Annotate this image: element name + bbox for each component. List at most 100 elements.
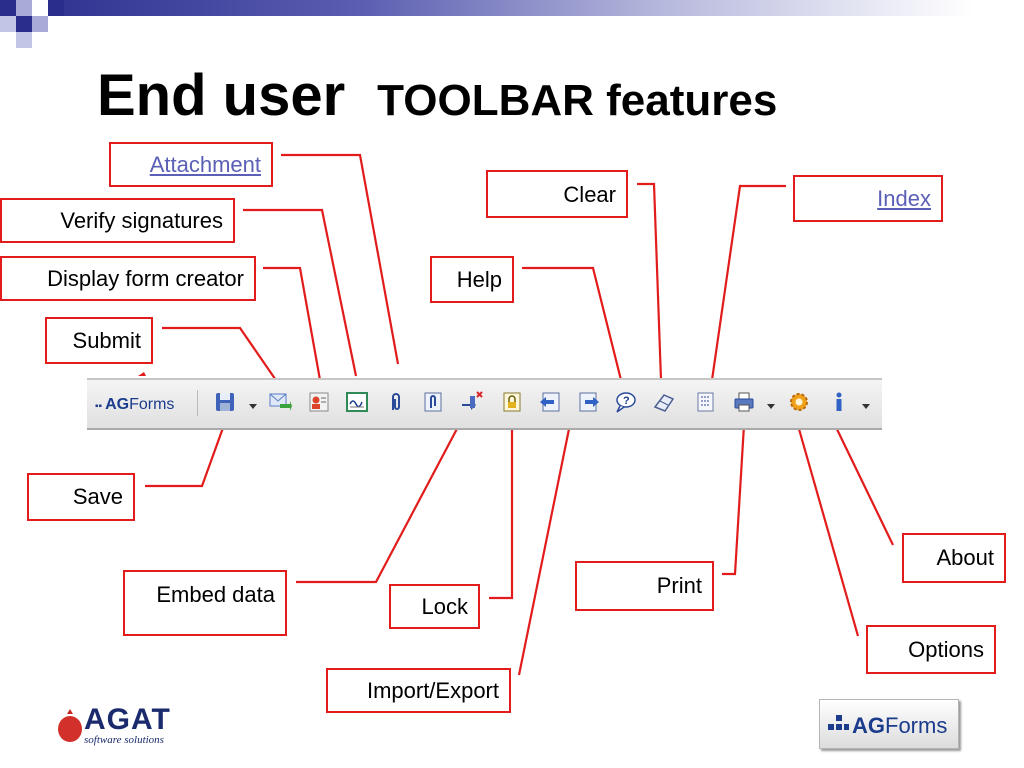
index-button[interactable] [693,390,717,414]
connector-display-form-creator [263,266,322,381]
callout-display-form-creator: Display form creator [0,256,256,301]
options-icon [790,393,808,411]
toolbar-logo-forms: Forms [129,396,175,413]
connector-embed-data [296,407,469,584]
form-creator-icon [309,392,329,412]
connector-about [832,420,894,546]
submit-label: Submit [72,327,141,353]
logo-dots-icon: ▪▪ [95,401,103,412]
toolbar-logo: ▪▪AGForms [95,396,174,414]
clear-icon [653,394,675,412]
import-export-label: Import/Export [366,677,499,703]
lock-label: Lock [421,593,468,619]
attachment-icon [392,393,400,410]
attachment-button[interactable] [384,390,408,414]
agforms-logo-forms: Forms [885,713,948,738]
callout-help: Help [430,256,514,303]
save-button[interactable] [213,390,237,414]
page-title: End user TOOLBAR features [97,62,777,129]
callout-about: About [902,533,1006,583]
help-label: Help [456,266,502,292]
attachment-list-button[interactable] [421,390,445,414]
attachment-list-icon [424,392,442,412]
callout-verify-signatures: Verify signatures [0,198,235,243]
about-label: About [936,545,995,570]
decor-square [48,0,64,16]
connector-clear [637,182,663,381]
agforms-toolbar: ▪▪AGForms ? [87,378,882,430]
agforms-logo-ag: AG [852,713,885,738]
verify-signatures-icon [346,392,368,412]
callout-attachment[interactable]: Attachment [109,142,273,187]
print-dropdown-chevron-icon[interactable] [767,397,775,409]
title-sub: TOOLBAR features [377,76,778,125]
connector-help [522,266,626,393]
options-button[interactable] [787,390,811,414]
decor-square [16,16,32,32]
toolbar-logo-ag: AG [105,396,130,413]
about-dropdown-chevron-icon[interactable] [862,397,870,409]
callout-embed-data: Embed data [123,570,287,636]
submit-icon [269,393,292,411]
callout-save: Save [27,473,135,521]
display-form-creator-label: Display form creator [47,265,244,291]
decor-square [16,32,32,48]
embed-data-label: Embed data [156,582,275,607]
decor-square [0,0,16,16]
callout-options: Options [866,625,996,674]
import-icon [540,392,560,412]
callout-lock: Lock [389,584,480,629]
agat-logo: AGAT software solutions [56,703,186,749]
callout-print: Print [575,561,714,611]
connector-print [722,424,746,576]
callout-import-export: Import/Export [326,668,511,713]
verify-signatures-label: Verify signatures [60,207,223,233]
display-form-creator-button[interactable] [307,390,331,414]
title-main: End user [97,63,346,128]
export-icon [579,392,599,412]
about-button[interactable] [827,390,851,414]
decor-square [0,16,16,32]
decor-square [32,0,48,16]
save-dropdown-chevron-icon[interactable] [249,397,257,409]
decor-square [32,16,48,32]
agforms-squares-icon [828,715,849,730]
index-icon [697,392,714,412]
options-label: Options [908,636,984,662]
print-button[interactable] [732,390,756,414]
decor-square [16,0,32,16]
callout-index[interactable]: Index [793,175,943,222]
lock-icon [503,392,521,412]
connector-lock [489,412,514,600]
connector-attachment [281,153,400,365]
export-button[interactable] [577,390,601,414]
connector-submit [162,326,281,387]
connector-verify-signatures [243,208,358,377]
callout-submit: Submit [45,317,153,364]
index-link[interactable]: Index [877,185,931,211]
verify-signatures-button[interactable] [345,390,369,414]
attachment-link[interactable]: Attachment [149,151,261,177]
agforms-logo-text: AGForms [852,713,947,739]
clear-button[interactable] [652,390,676,414]
submit-button[interactable] [268,390,292,414]
embed-data-button[interactable] [459,390,483,414]
save-label: Save [72,484,123,509]
print-label: Print [656,573,702,598]
help-button[interactable]: ? [613,390,637,414]
print-icon [734,392,754,412]
agat-tagline: software solutions [84,734,164,746]
agforms-logo: AGForms [819,699,959,749]
embed-data-icon [462,391,483,410]
agat-fruit-icon [58,709,82,742]
toolbar-separator [197,390,198,416]
about-icon [836,392,842,411]
import-button[interactable] [538,390,562,414]
agat-name: AGAT [84,703,171,736]
svg-text:?: ? [623,395,630,407]
lock-button[interactable] [500,390,524,414]
clear-label: Clear [563,182,616,207]
callout-clear: Clear [486,170,628,218]
connector-save [145,413,230,488]
connector-import-export [517,423,572,676]
